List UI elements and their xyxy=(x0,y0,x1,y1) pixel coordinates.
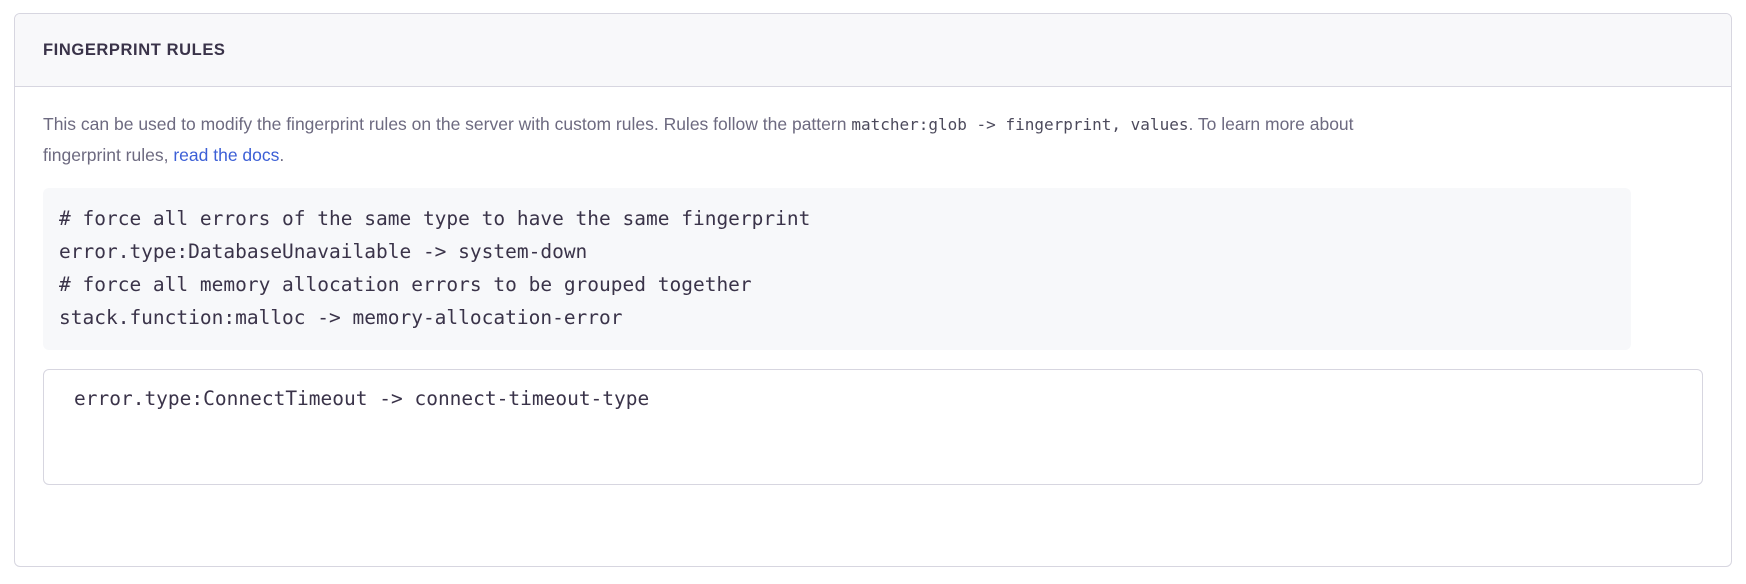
description-text-part2: . To learn more about fingerprint rules, xyxy=(43,114,1354,165)
panel-body: This can be used to modify the fingerpri… xyxy=(15,87,1731,485)
fingerprint-rules-panel: Fingerprint Rules This can be used to mo… xyxy=(14,13,1732,567)
code-line: # force all memory allocation errors to … xyxy=(59,273,752,296)
code-line: stack.function:malloc -> memory-allocati… xyxy=(59,306,623,329)
description-text-part3: . xyxy=(279,145,285,165)
code-line: # force all errors of the same type to h… xyxy=(59,207,811,230)
page-title: Fingerprint Rules xyxy=(43,40,226,59)
panel-description: This can be used to modify the fingerpri… xyxy=(43,109,1433,171)
code-line: error.type:DatabaseUnavailable -> system… xyxy=(59,240,588,263)
fingerprint-rules-input[interactable] xyxy=(43,369,1703,485)
example-rules-code-block: # force all errors of the same type to h… xyxy=(43,188,1631,350)
pattern-inline-code: matcher:glob -> fingerprint, values xyxy=(851,115,1189,134)
panel-header: Fingerprint Rules xyxy=(15,14,1731,87)
description-text-part1: This can be used to modify the fingerpri… xyxy=(43,114,852,134)
read-the-docs-link[interactable]: read the docs xyxy=(173,145,280,165)
